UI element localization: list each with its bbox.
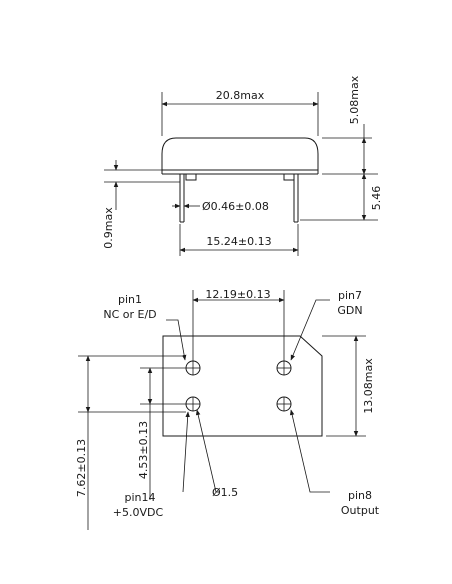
dim-hole-diameter: Ø1.5	[212, 486, 238, 499]
pin1-function: NC or E/D	[103, 308, 156, 321]
dim-width-max: 20.8max	[216, 89, 265, 102]
dim-pin-length: 5.46	[370, 186, 383, 211]
dim-pin-pitch: 15.24±0.13	[206, 235, 271, 248]
package-body-side	[161, 137, 319, 170]
pin14-function: +5.0VDC	[113, 506, 164, 519]
hole-pin8	[276, 396, 292, 412]
dim-standoff: 0.9max	[102, 207, 115, 249]
hole-pin7	[276, 360, 292, 376]
pin7-function: GDN	[337, 304, 362, 317]
dim-body-height-max: 13.08max	[362, 358, 375, 414]
dim-pin-spacing-y-outer: 7.62±0.13	[75, 439, 88, 497]
pin8-function: Output	[341, 504, 380, 517]
pin1-label: pin1 NC or E/D	[103, 293, 156, 321]
pin8-name: pin8	[348, 489, 372, 502]
pin14-name: pin14	[124, 491, 155, 504]
side-view: 20.8max 5.08max 5.46 0.9max Ø0.46±0.08 1…	[102, 75, 383, 256]
hole-pin1	[185, 360, 201, 376]
pin7-name: pin7	[338, 289, 362, 302]
package-body-bottom	[162, 335, 323, 437]
dim-pin-spacing-x: 12.19±0.13	[205, 288, 270, 301]
pin7-label: pin7 GDN	[337, 289, 362, 317]
dim-pin-spacing-y-inner: 4.53±0.13	[137, 421, 150, 479]
pin14-label: pin14 +5.0VDC	[113, 491, 164, 519]
bottom-view: 12.19±0.13 13.08max 7.62±0.13 4.53±0.13 …	[75, 288, 375, 530]
hole-pin14	[185, 396, 201, 412]
dim-pin-diameter: Ø0.46±0.08	[202, 200, 269, 213]
pin1-name: pin1	[118, 293, 142, 306]
pin8-label: pin8 Output	[341, 489, 380, 517]
dim-height-max: 5.08max	[348, 75, 361, 124]
